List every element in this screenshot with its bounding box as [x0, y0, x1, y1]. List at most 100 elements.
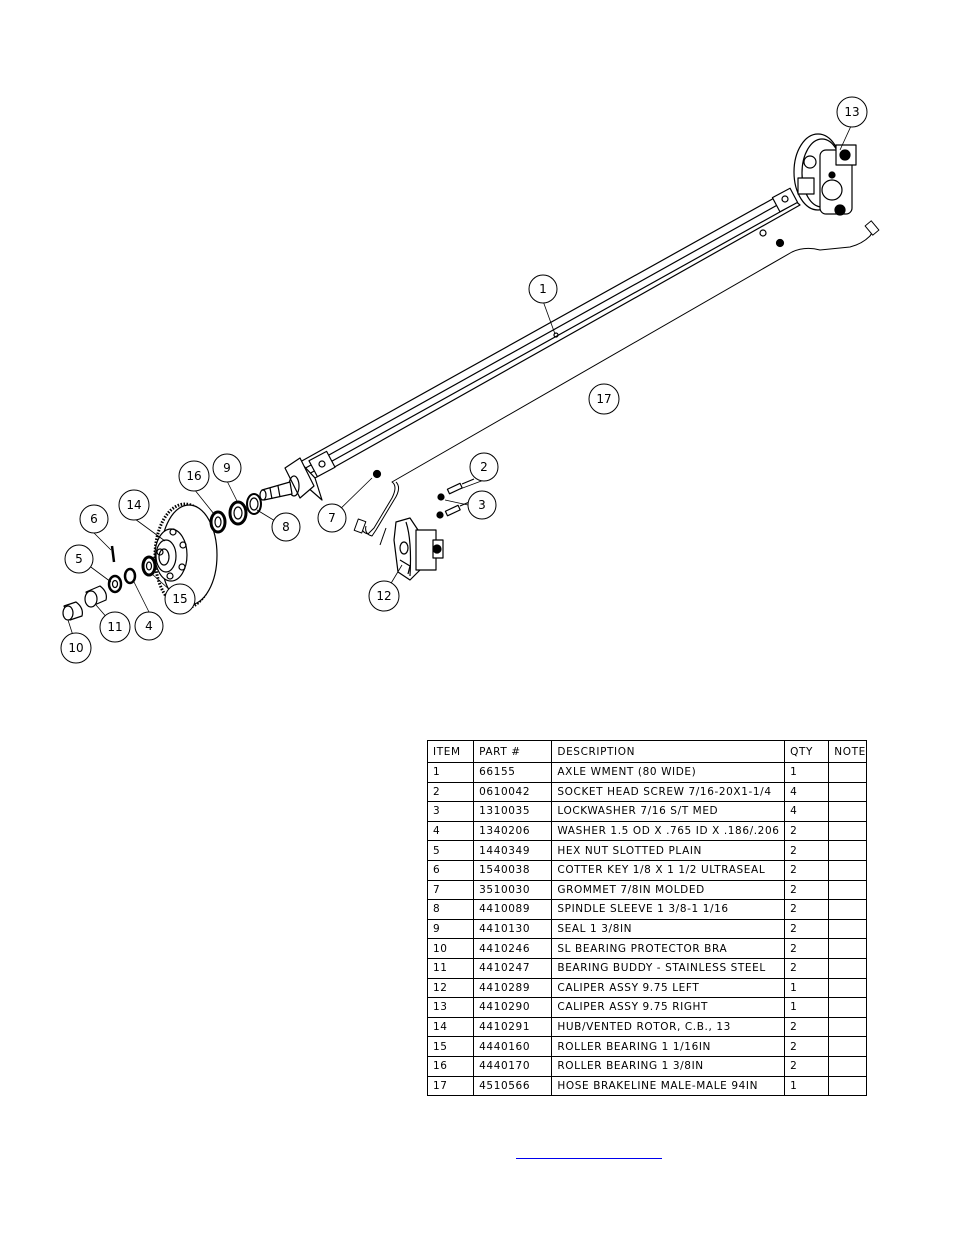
brake-line — [353, 220, 880, 546]
cell-description: HUB/VENTED ROTOR, C.B., 13 — [551, 1016, 786, 1038]
cell-item: 3 — [426, 801, 475, 822]
cell-description: SPINDLE SLEEVE 1 3/8-1 1/16 — [551, 899, 786, 920]
cell-qty: 2 — [784, 820, 830, 842]
cell-note — [828, 781, 867, 803]
callout-balloon: 7 — [317, 503, 347, 533]
left-caliper — [393, 517, 444, 581]
axle-tube — [299, 191, 801, 501]
cell-note — [828, 801, 867, 822]
cell-item: 8 — [426, 899, 475, 920]
cell-part-number: 1310035 — [473, 801, 553, 822]
cell-qty: 2 — [784, 859, 830, 881]
cell-qty: 2 — [784, 1036, 830, 1057]
exploded-axle-drawing: 1 2 3 4 5 6 7 8 9 10 11 12 13 14 15 16 1… — [60, 96, 880, 664]
svg-text:15: 15 — [172, 592, 187, 606]
cell-qty: 2 — [784, 1055, 830, 1077]
cell-part-number: 4440160 — [473, 1036, 553, 1057]
cell-description: HEX NUT SLOTTED PLAIN — [551, 840, 786, 861]
cell-qty: 2 — [784, 840, 830, 861]
callout-balloon: 4 — [134, 611, 164, 641]
callout-balloon: 12 — [368, 580, 400, 612]
cell-item: 17 — [426, 1075, 475, 1097]
cell-description: HOSE BRAKELINE MALE-MALE 94IN — [551, 1075, 786, 1097]
footer-link-underline[interactable] — [516, 1158, 662, 1159]
column-header-qty: QTY — [784, 740, 830, 763]
svg-text:3: 3 — [478, 498, 486, 512]
cell-description: WASHER 1.5 OD X .765 ID X .186/.206 — [551, 820, 786, 842]
table-header-row: ITEM PART # DESCRIPTION QTY NOTE — [426, 740, 867, 763]
cell-part-number: 1440349 — [473, 840, 553, 861]
callout-balloon: 11 — [99, 611, 131, 643]
svg-text:17: 17 — [596, 392, 611, 406]
cell-description: SL BEARING PROTECTOR BRA — [551, 938, 786, 959]
callout-balloon: 10 — [60, 632, 92, 664]
callout-balloon: 1 — [528, 274, 558, 304]
cell-note — [828, 762, 867, 783]
bearing-buddy — [62, 585, 107, 621]
cell-part-number: 4410089 — [473, 899, 553, 920]
svg-text:11: 11 — [107, 620, 122, 634]
cell-note — [828, 1075, 867, 1097]
cell-part-number: 4440170 — [473, 1055, 553, 1077]
cell-note — [828, 859, 867, 881]
cell-qty: 1 — [784, 1075, 830, 1097]
cell-item: 16 — [426, 1055, 475, 1077]
cell-item: 11 — [426, 957, 475, 979]
cell-qty: 2 — [784, 899, 830, 920]
callout-balloon: 14 — [118, 489, 150, 521]
callout-balloon: 8 — [271, 512, 301, 542]
cell-description: ROLLER BEARING 1 1/16IN — [551, 1036, 786, 1057]
svg-text:5: 5 — [75, 552, 83, 566]
cell-qty: 1 — [784, 997, 830, 1018]
callout-balloon: 17 — [588, 383, 620, 415]
cell-item: 14 — [426, 1016, 475, 1038]
cell-description: GROMMET 7/8IN MOLDED — [551, 879, 786, 901]
cell-qty: 2 — [784, 918, 830, 940]
cell-item: 13 — [426, 997, 475, 1018]
cell-note — [828, 899, 867, 920]
cell-description: ROLLER BEARING 1 3/8IN — [551, 1055, 786, 1077]
cell-qty: 2 — [784, 957, 830, 979]
callout-balloon: 6 — [79, 504, 109, 534]
cell-part-number: 4410246 — [473, 938, 553, 959]
cell-item: 15 — [426, 1036, 475, 1057]
column-header-part-number: PART # — [473, 740, 553, 763]
svg-text:8: 8 — [282, 520, 290, 534]
svg-text:1: 1 — [539, 282, 547, 296]
cell-note — [828, 1016, 867, 1038]
cell-note — [828, 820, 867, 842]
cell-note — [828, 997, 867, 1018]
cell-note — [828, 1036, 867, 1057]
cell-note — [828, 938, 867, 959]
svg-text:7: 7 — [328, 511, 336, 525]
cell-item: 7 — [426, 879, 475, 901]
cell-note — [828, 918, 867, 940]
svg-text:14: 14 — [126, 498, 141, 512]
cell-item: 9 — [426, 918, 475, 940]
callout-balloon: 2 — [469, 452, 499, 482]
callout-balloon: 13 — [836, 96, 868, 128]
cell-description: CALIPER ASSY 9.75 LEFT — [551, 977, 786, 999]
cell-qty: 2 — [784, 938, 830, 959]
cell-qty: 1 — [784, 977, 830, 999]
svg-text:10: 10 — [68, 641, 83, 655]
column-header-item: ITEM — [426, 740, 475, 763]
bearing-set — [107, 493, 262, 594]
cell-part-number: 1340206 — [473, 820, 553, 842]
caliper-bolts — [436, 478, 475, 519]
hub-rotor — [153, 502, 218, 610]
column-header-description: DESCRIPTION — [551, 740, 786, 763]
svg-text:9: 9 — [223, 461, 231, 475]
cell-part-number: 66155 — [473, 762, 553, 783]
